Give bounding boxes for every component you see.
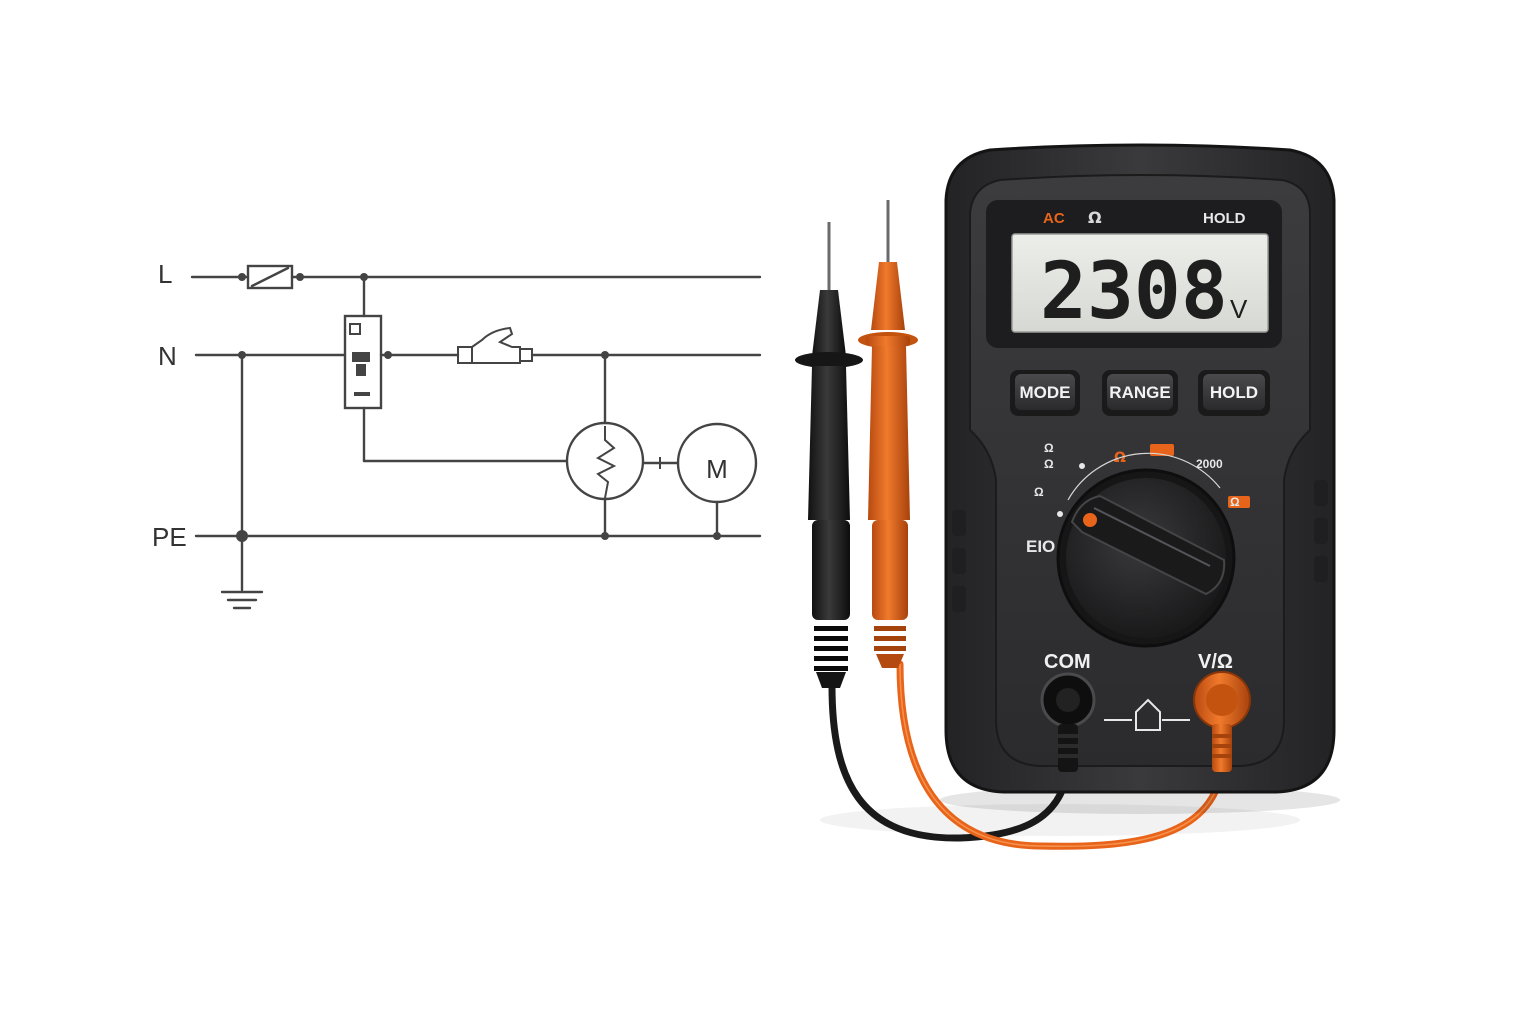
label-line: L [158, 259, 172, 289]
com-jack[interactable] [1040, 672, 1096, 772]
dial-marker-top [1150, 444, 1174, 456]
plug-symbol [457, 326, 533, 364]
breaker-symbol [343, 275, 568, 463]
multimeter: AC Ω HOLD 2308 V MODE RANGE HOLD Ω Ω Ω [940, 143, 1340, 814]
dial-label-top-left-2: Ω [1044, 457, 1054, 471]
dial-scale: Ω Ω Ω 2000 Ω EIO Ω [1026, 441, 1250, 556]
hold-button[interactable]: HOLD [1198, 370, 1270, 416]
dial-indicator-dot [1083, 513, 1097, 527]
test-leads [795, 200, 1300, 850]
load-symbol [565, 353, 680, 537]
dial-marker-right [1228, 496, 1250, 508]
com-jack-label: COM [1044, 651, 1091, 673]
dial-pointer-bar [1070, 494, 1226, 596]
label-neutral: N [158, 341, 177, 371]
motor-label: M [706, 454, 728, 484]
black-lead-cable[interactable] [828, 682, 1072, 842]
lcd-reading: 2308 [1040, 247, 1228, 337]
mode-button[interactable]: MODE [1010, 370, 1080, 416]
range-button-label: RANGE [1109, 383, 1170, 402]
earth-rail [194, 353, 762, 592]
dial-label-left-1: Ω [1034, 485, 1044, 499]
lcd-unit: V [1230, 294, 1248, 324]
fuse-warning-icon [1104, 698, 1190, 731]
dial-label-top-right: 2000 [1196, 457, 1223, 471]
range-button[interactable]: RANGE [1102, 370, 1178, 416]
lcd-indicator-ohm: Ω [1088, 208, 1102, 227]
label-earth: PE [152, 522, 187, 552]
circuit-diagram: L N PE [152, 259, 762, 610]
lcd-screen [1011, 233, 1269, 333]
dial-label-top-left-1: Ω [1044, 441, 1054, 455]
hold-button-label: HOLD [1210, 383, 1258, 402]
line-rail [190, 264, 762, 290]
mode-button-label: MODE [1020, 383, 1071, 402]
orange-probe[interactable] [858, 200, 918, 668]
dial-label-left-2: EIO [1026, 537, 1055, 556]
motor-symbol: M [676, 422, 758, 537]
ground-icon [220, 590, 264, 610]
neutral-rail [194, 351, 762, 359]
lcd-indicator-ac: AC [1043, 210, 1065, 227]
rotary-dial[interactable] [1056, 468, 1236, 648]
v-ohm-jack[interactable] [1193, 671, 1251, 772]
dial-label-right-1: Ω [1230, 495, 1240, 509]
black-probe[interactable] [795, 222, 863, 688]
v-ohm-jack-label: V/Ω [1198, 651, 1233, 673]
lcd-indicator-hold: HOLD [1203, 210, 1246, 227]
